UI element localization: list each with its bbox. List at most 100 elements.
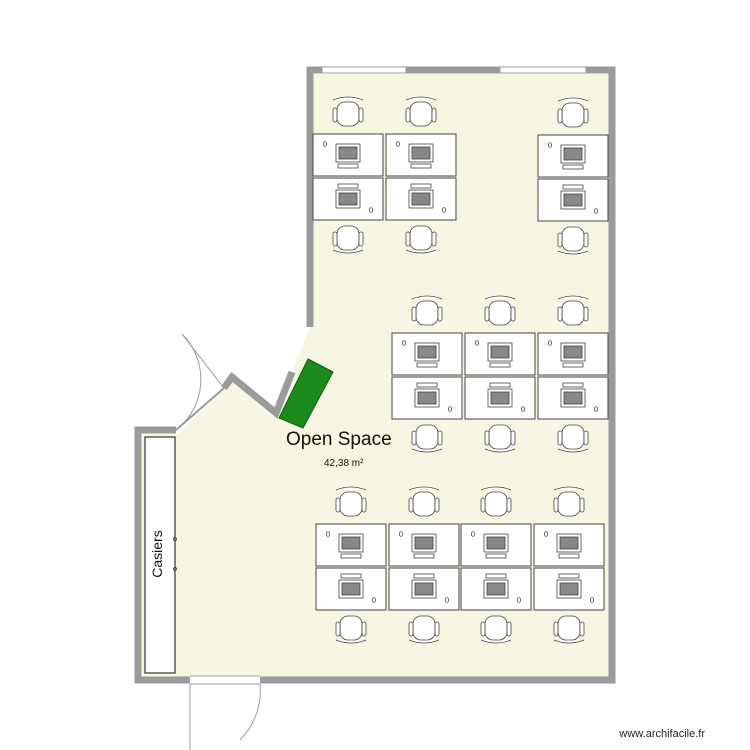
chair (411, 424, 443, 453)
room-walls (260, 66, 616, 684)
chair (484, 295, 516, 326)
workstation-pair (537, 295, 609, 453)
desk (388, 523, 460, 567)
mouse-icon (590, 597, 595, 603)
chair (332, 96, 364, 127)
desk (537, 332, 609, 376)
lockers (144, 436, 176, 674)
room-name: Open Space (286, 429, 392, 450)
computer-icon (483, 533, 509, 559)
computer-icon (556, 533, 582, 559)
computer-icon (414, 342, 440, 368)
desk (537, 178, 609, 222)
workstation-pair (537, 97, 609, 255)
computer-icon (487, 382, 513, 408)
mouse-icon (594, 406, 599, 412)
workstation-pair (460, 486, 532, 644)
chair (408, 486, 440, 517)
mouse-icon (398, 531, 403, 537)
mouse-icon (517, 597, 522, 603)
watermark: www.archifacile.fr (619, 728, 705, 740)
desk (533, 567, 605, 611)
mouse-icon (521, 406, 526, 412)
desk (385, 133, 457, 177)
chair (335, 615, 367, 644)
window-top-left (321, 66, 407, 74)
computer-icon (560, 342, 586, 368)
mouse-icon (368, 207, 373, 213)
mouse-icon (474, 340, 479, 346)
desk (385, 177, 457, 221)
chair (557, 424, 589, 453)
computer-icon (338, 573, 364, 599)
door-bottom (189, 675, 261, 750)
desk (391, 332, 463, 376)
mouse-icon (548, 340, 553, 346)
chair (553, 486, 585, 517)
desk (388, 567, 460, 611)
room-walls-diagonal (221, 370, 296, 419)
workstation-pair (533, 486, 605, 644)
window-top-right (499, 66, 587, 74)
computer-icon (556, 573, 582, 599)
desk (533, 523, 605, 567)
chair (332, 225, 364, 254)
chair (484, 424, 516, 453)
chair (557, 226, 589, 255)
mouse-icon (594, 208, 599, 214)
computer-icon (335, 143, 361, 169)
desk (312, 177, 384, 221)
mouse-icon (441, 207, 446, 213)
computer-icon (408, 143, 434, 169)
chair (405, 96, 437, 127)
computer-icon (560, 382, 586, 408)
desk (464, 332, 536, 376)
computer-icon (487, 342, 513, 368)
chair (553, 615, 585, 644)
workstation-pair (464, 295, 536, 453)
mouse-icon (322, 141, 327, 147)
desk (391, 376, 463, 420)
chair (480, 615, 512, 644)
mouse-icon (325, 531, 330, 537)
green-panel (278, 358, 334, 429)
workstation-pair (312, 96, 384, 254)
chair (411, 295, 443, 326)
workstations (312, 96, 609, 644)
computer-icon (411, 573, 437, 599)
room-area: 42,38 m² (324, 458, 364, 469)
desk (464, 376, 536, 420)
mouse-icon (444, 597, 449, 603)
workstation-pair (391, 295, 463, 453)
desk (315, 567, 387, 611)
mouse-icon (470, 531, 475, 537)
chair (405, 225, 437, 254)
mouse-icon (544, 531, 549, 537)
mouse-icon (401, 340, 406, 346)
workstation-pair (388, 486, 460, 644)
workstation-pair (385, 96, 457, 254)
desk (460, 567, 532, 611)
mouse-icon (447, 406, 452, 412)
computer-icon (414, 382, 440, 408)
chair (408, 615, 440, 644)
workstation-pair (315, 486, 387, 644)
desk (315, 523, 387, 567)
chair (480, 486, 512, 517)
lockers-label: Casiers (149, 530, 165, 578)
door-diagonal (175, 333, 225, 431)
desk (537, 134, 609, 178)
computer-icon (338, 533, 364, 559)
locker-knobs (173, 537, 177, 571)
computer-icon (560, 144, 586, 170)
chair (335, 486, 367, 517)
computer-icon (408, 183, 434, 209)
chair (557, 295, 589, 326)
computer-icon (335, 183, 361, 209)
mouse-icon (548, 142, 553, 148)
computer-icon (560, 184, 586, 210)
desk (312, 133, 384, 177)
mouse-icon (395, 141, 400, 147)
